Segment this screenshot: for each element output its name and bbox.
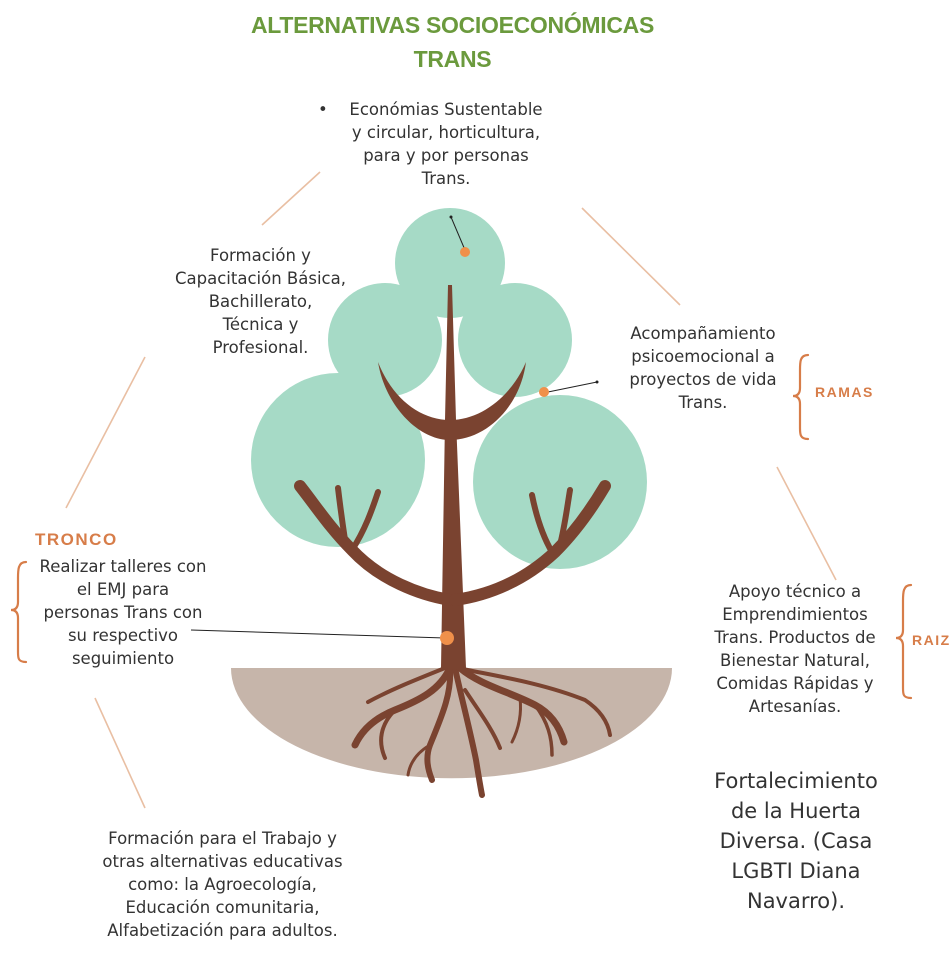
callout-dot (539, 387, 549, 397)
node-acompanamiento: Acompañamiento psicoemocional a proyecto… (629, 324, 777, 412)
canopy-circle (473, 395, 647, 569)
pointer-line (450, 216, 466, 251)
tree-trunk (441, 285, 466, 668)
node-talleres: Realizar talleres con el EMJ para person… (39, 557, 207, 668)
upper-branch (378, 362, 526, 440)
connector-line (581, 207, 681, 306)
pointer-end (449, 215, 453, 219)
connector-line (65, 356, 146, 509)
connector-lines (65, 171, 837, 809)
connector-line (261, 171, 321, 226)
lower-branches (294, 480, 611, 606)
canopy-circle (328, 283, 442, 397)
callout-dot (440, 631, 454, 645)
tree-canopy (251, 208, 647, 569)
node-economias: Económias Sustentable y circular, hortic… (349, 100, 543, 188)
brace-raiz (895, 583, 913, 700)
ground (231, 668, 672, 779)
node-formacion-basica: Formación y Capacitación Básica, Bachill… (175, 246, 346, 357)
node-formacion-trabajo: Formación para el Trabajo y otras altern… (102, 829, 343, 940)
brace-ramas (792, 353, 810, 441)
bullet-marker: • (318, 100, 328, 119)
brace-tronco (10, 560, 28, 664)
label-raiz: RAIZ (912, 632, 951, 648)
pointer-line (547, 381, 598, 393)
braces (10, 353, 913, 700)
canopy-circle (251, 373, 425, 547)
diagram-title: ALTERNATIVAS SOCIOECONÓMICAS TRANS (200, 12, 705, 73)
title-line-2: TRANS (413, 46, 492, 72)
callout-pointers (190, 215, 599, 645)
tree-roots (351, 664, 612, 798)
label-tronco: TRONCO (35, 530, 118, 549)
pointer-end (595, 380, 599, 384)
label-ramas: RAMAS (815, 384, 874, 400)
node-fortalecimiento: Fortalecimiento de la Huerta Diversa. (C… (714, 769, 878, 913)
node-apoyo: Apoyo técnico a Emprendimientos Trans. P… (714, 582, 876, 716)
canopy-circle (395, 208, 505, 318)
canopy-circle (458, 283, 572, 397)
connector-line (776, 466, 837, 581)
title-line-1: ALTERNATIVAS SOCIOECONÓMICAS (250, 12, 655, 38)
connector-line (94, 697, 146, 809)
pointer-line (190, 629, 446, 639)
callout-dot (460, 247, 470, 257)
